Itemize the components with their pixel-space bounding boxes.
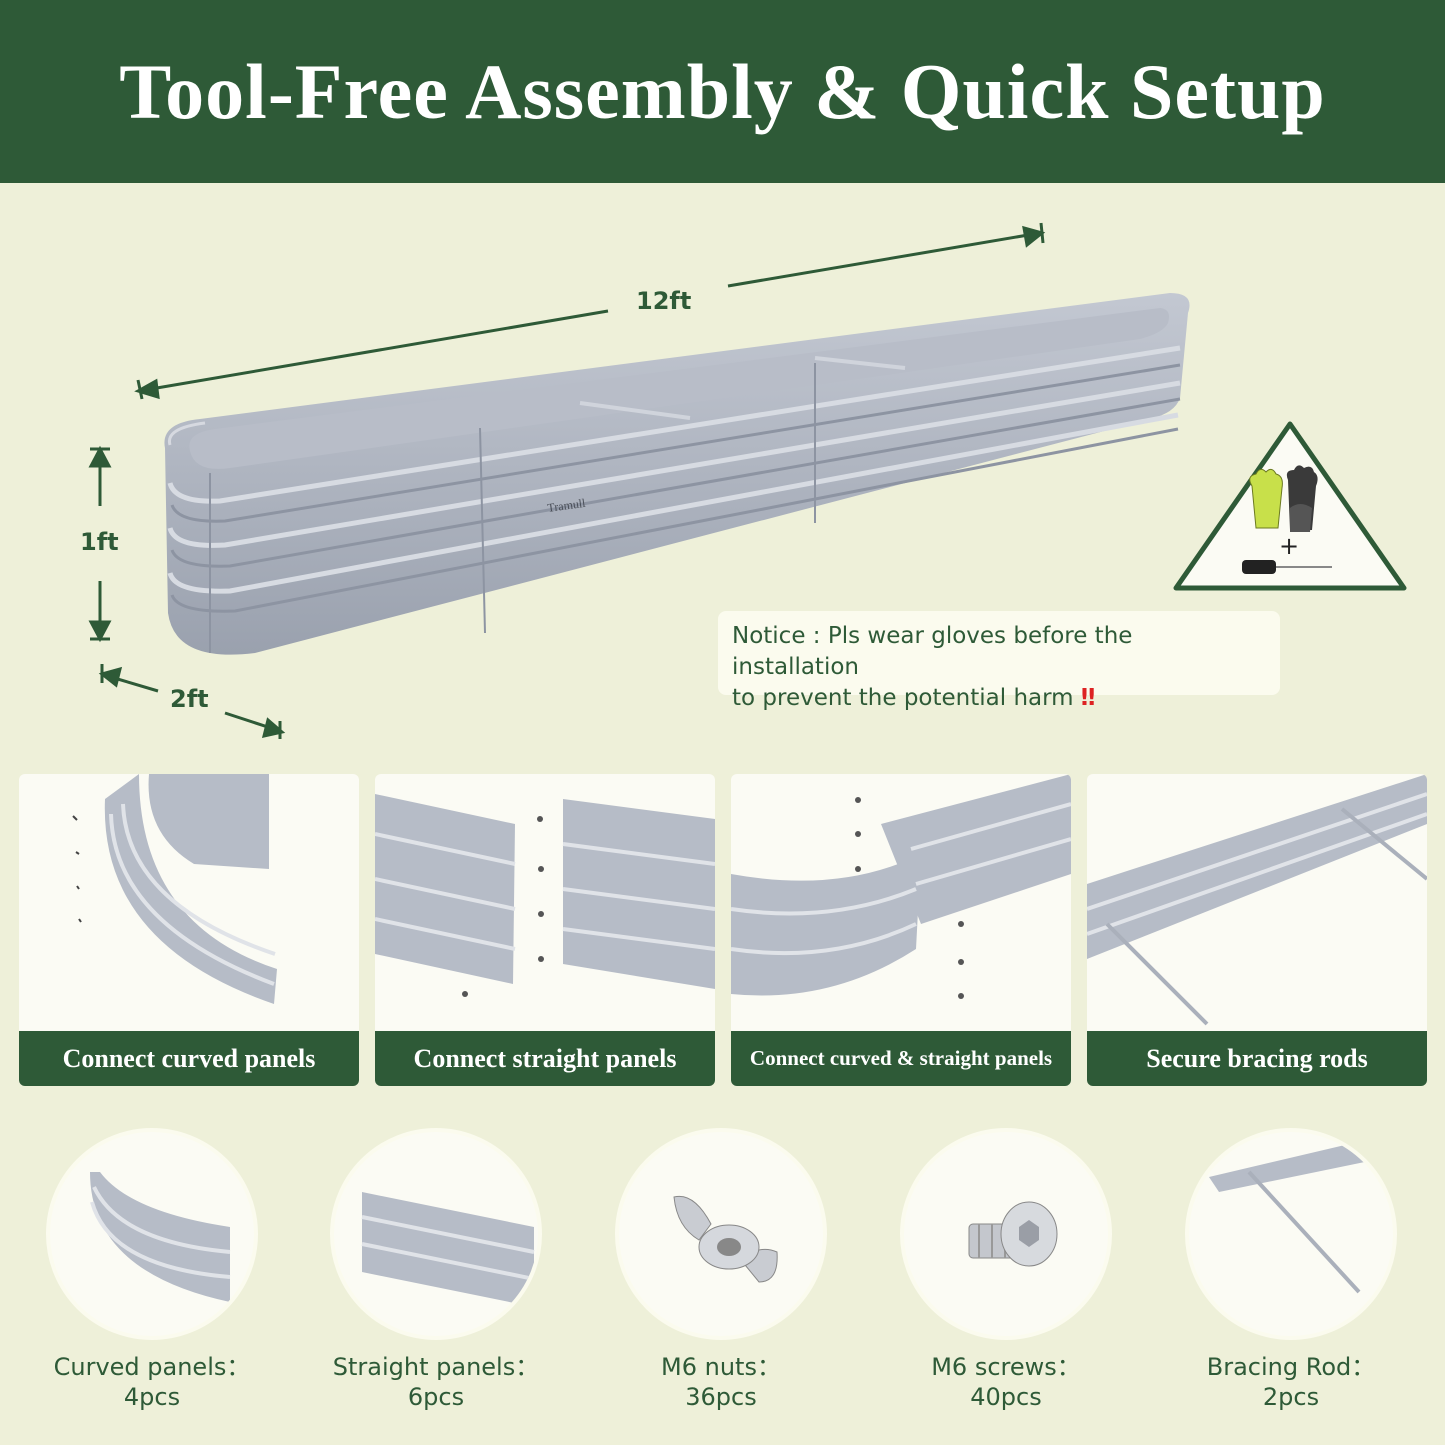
notice-line-2: to prevent the potential harm (732, 685, 1074, 711)
part-qty: 4pcs (123, 1383, 181, 1411)
part-image (46, 1128, 258, 1340)
screw-icon (968, 1201, 1058, 1267)
step-secure-bracing: Secure bracing rods (1087, 774, 1427, 1086)
step-connect-straight: Connect straight panels (375, 774, 715, 1086)
part-qty: 40pcs (970, 1383, 1042, 1411)
step-caption: Secure bracing rods (1087, 1031, 1427, 1086)
notice-line-1: Notice : Pls wear gloves before the inst… (732, 623, 1133, 680)
straight-panels-image (375, 794, 715, 997)
height-label: 1ft (80, 528, 119, 556)
screwdriver-icon (1242, 560, 1332, 574)
bracing-rod-icon (1209, 1137, 1389, 1294)
brand-logo: Tramull (546, 496, 586, 515)
plus-sign: + (1279, 532, 1299, 560)
step-connect-curved-straight: Connect curved & straight panels (731, 774, 1071, 1086)
part-name: M6 nuts： (661, 1353, 781, 1381)
part-name: Bracing Rod： (1206, 1353, 1376, 1381)
part-name: Straight panels： (332, 1353, 540, 1381)
part-qty: 2pcs (1262, 1383, 1320, 1411)
step-caption: Connect curved & straight panels (731, 1031, 1071, 1086)
step-connect-curved: Connect curved panels (19, 774, 359, 1086)
part-qty: 6pcs (407, 1383, 465, 1411)
part-name: M6 screws： (931, 1353, 1081, 1381)
notice-box: Notice : Pls wear gloves before the inst… (718, 611, 1280, 711)
hero-section: Tramull 12ft 1ft 2ft (0, 183, 1445, 763)
warning-mark: ‼ (1080, 685, 1096, 711)
corrugation-ridges (167, 345, 1181, 594)
gloves-icon (1249, 465, 1318, 532)
step-caption: Connect curved panels (19, 1031, 359, 1086)
part-curved-panels: Curved panels：4pcs (46, 1128, 258, 1412)
dimension-arrows (88, 222, 1046, 739)
raised-garden-bed-illustration: Tramull (88, 222, 1190, 739)
curved-panels-image (72, 774, 277, 1004)
part-image (1185, 1128, 1397, 1340)
part-qty: 36pcs (685, 1383, 757, 1411)
curved-straight-panels-image (731, 774, 1071, 999)
safety-warning-sign: + (1170, 418, 1410, 598)
bracing-rods-image (1087, 774, 1427, 1026)
page-title: Tool-Free Assembly & Quick Setup (119, 47, 1326, 135)
part-image (900, 1128, 1112, 1340)
part-image (330, 1128, 542, 1340)
part-m6-nuts: M6 nuts：36pcs (615, 1128, 827, 1412)
length-label: 12ft (636, 287, 692, 315)
width-label: 2ft (170, 685, 209, 713)
header-banner: Tool-Free Assembly & Quick Setup (0, 0, 1445, 183)
part-m6-screws: M6 screws：40pcs (900, 1128, 1112, 1412)
part-straight-panels: Straight panels：6pcs (330, 1128, 542, 1412)
part-bracing-rod: Bracing Rod：2pcs (1185, 1128, 1397, 1412)
part-image (615, 1128, 827, 1340)
wing-nut-icon (673, 1195, 778, 1283)
part-name: Curved panels： (53, 1353, 251, 1381)
step-caption: Connect straight panels (375, 1031, 715, 1086)
